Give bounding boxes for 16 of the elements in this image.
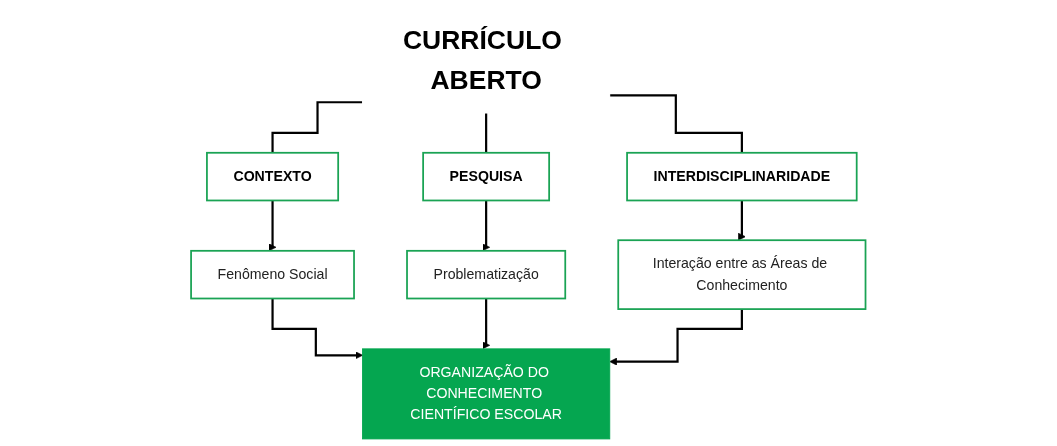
arrow — [609, 308, 744, 366]
node-box: Interação entre as Áreas de Conhecimento — [617, 239, 867, 310]
node-box: ORGANIZAÇÃO DO CONHECIMENTO CIENTÍFICO ESCOLAR — [362, 348, 611, 440]
connector — [271, 101, 363, 154]
node-box: INTERDISCIPLINARIDADE — [626, 151, 858, 202]
node-box: CONTEXTO — [206, 151, 340, 202]
node-box: PESQUISA — [422, 151, 551, 202]
arrow — [482, 297, 491, 350]
connector — [610, 94, 744, 154]
arrow — [271, 297, 364, 360]
node-text: CURRÍCULO ABERTO — [403, 25, 563, 95]
arrow — [738, 199, 746, 241]
arrow — [268, 199, 277, 252]
node-box: Fenômeno Social — [190, 249, 356, 300]
arrow — [482, 199, 491, 252]
node-box: Problematização — [406, 249, 567, 300]
